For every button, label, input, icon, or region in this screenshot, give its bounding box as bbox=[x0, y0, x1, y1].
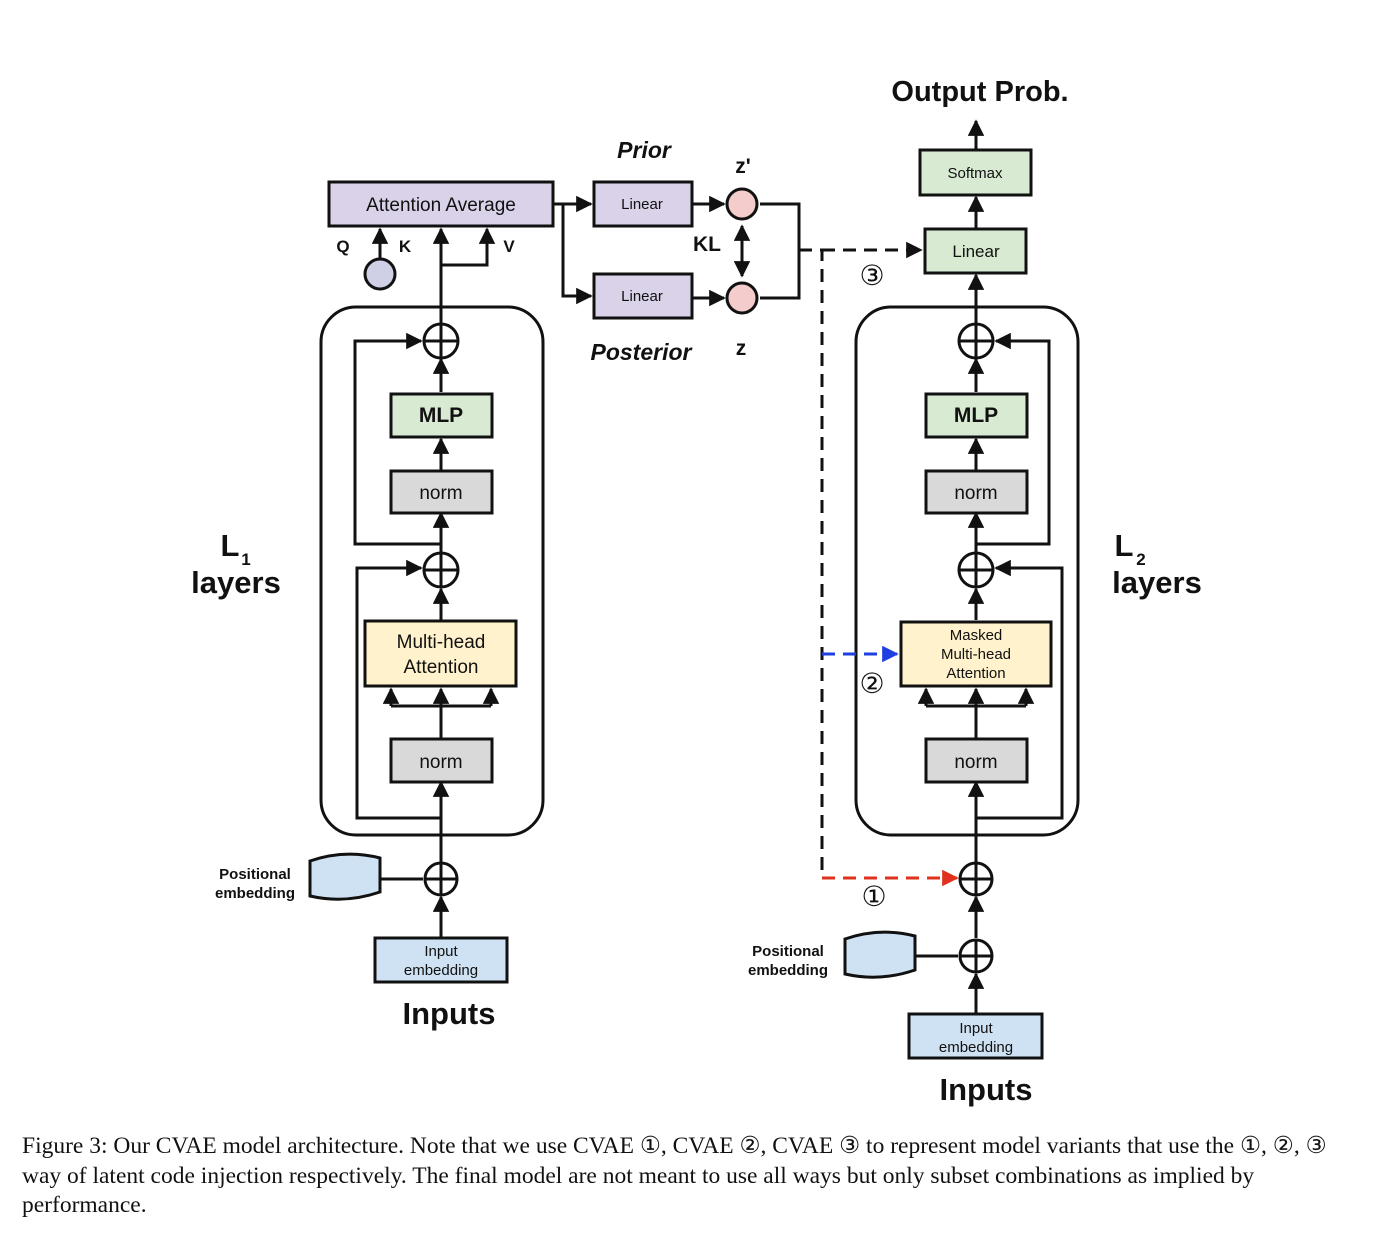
decoder-layers-subscript: 2 bbox=[1136, 550, 1145, 569]
prior-linear-label: Linear bbox=[621, 196, 663, 213]
encoder-positional-label-2: embedding bbox=[215, 885, 295, 902]
kl-label: KL bbox=[693, 233, 721, 256]
encoder-v-branch bbox=[441, 227, 496, 267]
posterior-linear-box bbox=[592, 272, 694, 320]
encoder-input-embedding-label-2: embedding bbox=[404, 962, 478, 979]
decoder-norm-top-label: norm bbox=[954, 483, 997, 504]
latent-injection-trunk bbox=[799, 248, 824, 878]
q-label: Q bbox=[336, 237, 349, 256]
decoder-linear-box bbox=[923, 227, 1028, 275]
encoder-attention-label-1: Multi-head bbox=[397, 632, 486, 653]
encoder-layers-subscript: 1 bbox=[241, 550, 250, 569]
decoder-add-node-1 bbox=[957, 322, 995, 360]
decoder-input-embedding-box bbox=[907, 1012, 1044, 1060]
to-posterior-arrow bbox=[561, 204, 593, 305]
decoder-layer-block bbox=[854, 305, 1080, 837]
encoder-add-node-2 bbox=[422, 551, 460, 589]
softmax-label: Softmax bbox=[947, 165, 1003, 182]
encoder-add-node-positional bbox=[423, 861, 459, 897]
encoder-attention-label-2: Attention bbox=[404, 657, 479, 678]
posterior-label: Posterior bbox=[591, 339, 693, 365]
decoder-attention-label-2: Multi-head bbox=[941, 646, 1011, 663]
attention-average-box bbox=[327, 180, 555, 228]
encoder-layer-block bbox=[319, 305, 545, 837]
decoder-mlp-label: MLP bbox=[954, 404, 998, 427]
encoder-norm-top-box bbox=[389, 469, 494, 515]
encoder-inputs-label: Inputs bbox=[403, 996, 496, 1031]
decoder-norm-top-box bbox=[924, 469, 1029, 515]
z-prime-label: z' bbox=[735, 155, 751, 178]
encoder-norm-bottom-label: norm bbox=[419, 752, 462, 773]
decoder-inputs-label: Inputs bbox=[940, 1072, 1033, 1107]
prior-label: Prior bbox=[617, 137, 672, 163]
output-prob-label: Output Prob. bbox=[891, 76, 1068, 108]
encoder-residual-2 bbox=[353, 332, 441, 546]
decoder-add-node-2 bbox=[957, 551, 995, 589]
encoder-positional-label-1: Positional bbox=[219, 866, 291, 883]
decoder-residual-1 bbox=[976, 559, 1064, 820]
z-node bbox=[725, 281, 759, 315]
decoder-layers-label: layers bbox=[1112, 565, 1202, 600]
attention-average-label: Attention Average bbox=[366, 195, 516, 216]
decoder-input-embedding-label-2: embedding bbox=[939, 1039, 1013, 1056]
decoder-positional-embedding-icon bbox=[843, 930, 917, 979]
z-label: z bbox=[736, 337, 747, 360]
query-token-node bbox=[363, 257, 397, 291]
encoder-add-node-1 bbox=[422, 322, 460, 360]
decoder-norm-bottom-label: norm bbox=[954, 752, 997, 773]
decoder-positional-label-1: Positional bbox=[752, 943, 824, 960]
encoder-positional-embedding-icon bbox=[308, 852, 382, 901]
decoder-linear-label: Linear bbox=[952, 242, 1000, 261]
encoder-norm-top-label: norm bbox=[419, 483, 462, 504]
injection-1-marker: ① bbox=[861, 881, 886, 912]
figure-caption: Figure 3: Our CVAE model architecture. N… bbox=[22, 1133, 1327, 1218]
encoder-input-embedding-label-1: Input bbox=[424, 943, 458, 960]
decoder-add-node-latent bbox=[958, 861, 994, 897]
decoder-attention-label-3: Attention bbox=[946, 665, 1005, 682]
decoder-attention-label-1: Masked bbox=[950, 627, 1003, 644]
softmax-box bbox=[918, 148, 1033, 197]
decoder-residual-2 bbox=[976, 332, 1051, 546]
encoder-attention-box bbox=[363, 619, 518, 688]
decoder-attention-box bbox=[899, 620, 1053, 688]
encoder-residual-1 bbox=[355, 559, 441, 820]
injection-2-marker: ② bbox=[859, 668, 884, 699]
k-label: K bbox=[399, 237, 412, 256]
decoder-norm-bottom-box bbox=[924, 737, 1029, 784]
posterior-linear-label: Linear bbox=[621, 288, 663, 305]
encoder-mlp-label: MLP bbox=[419, 404, 463, 427]
v-label: V bbox=[503, 237, 515, 256]
latent-merge-bracket bbox=[760, 202, 801, 300]
encoder-norm-bottom-box bbox=[389, 737, 494, 784]
decoder-mlp-box bbox=[924, 392, 1029, 439]
encoder-layers-label: layers bbox=[191, 565, 281, 600]
decoder-input-embedding-label-1: Input bbox=[959, 1020, 993, 1037]
encoder-mlp-box bbox=[389, 392, 494, 439]
z-prime-node bbox=[725, 187, 759, 221]
decoder-positional-label-2: embedding bbox=[748, 962, 828, 979]
prior-linear-box bbox=[592, 180, 694, 228]
encoder-input-embedding-box bbox=[373, 936, 509, 984]
injection-3-marker: ③ bbox=[859, 260, 884, 291]
decoder-add-node-positional bbox=[958, 938, 994, 974]
encoder-layers-l: L bbox=[221, 528, 240, 563]
decoder-layers-l: L bbox=[1115, 528, 1134, 563]
